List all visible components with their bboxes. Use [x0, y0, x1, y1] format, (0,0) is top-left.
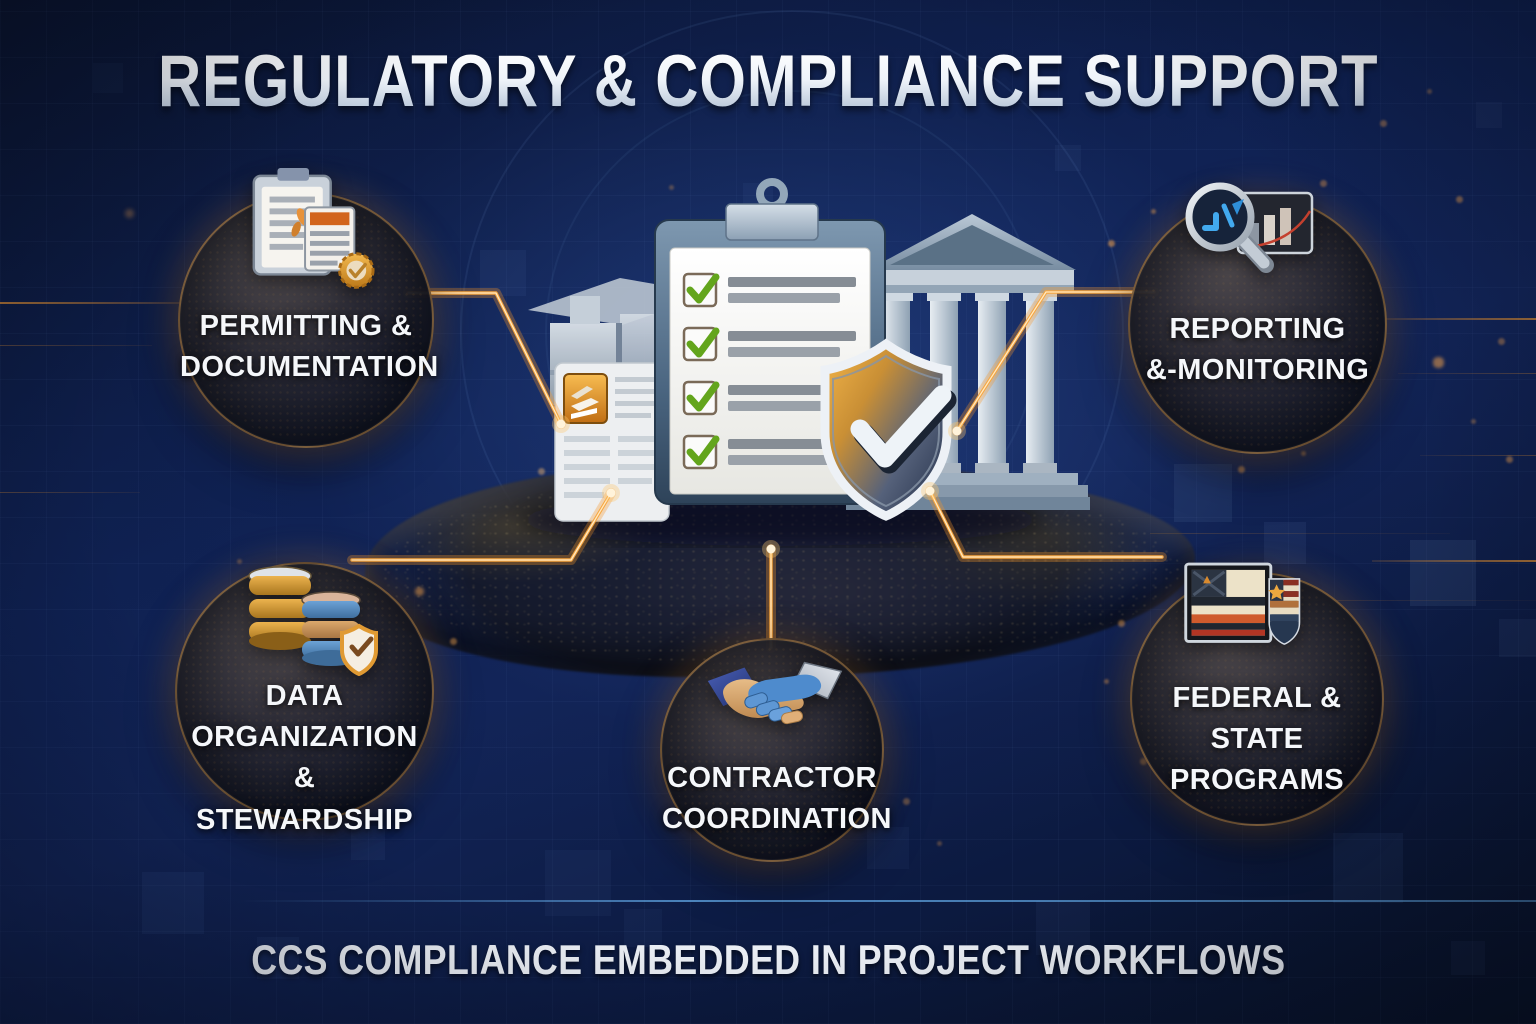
- clipboard-documents-seal-icon: [252, 167, 375, 289]
- node-label-line: COORDINATION: [662, 803, 892, 836]
- database-shield-icon: [248, 566, 378, 677]
- node-label-line: PERMITTING &: [199, 310, 413, 342]
- node-label-line: FEDERAL & STATE: [1172, 682, 1342, 756]
- node-label-line: DATA: [265, 680, 344, 712]
- node-label-line: DOCUMENTATION: [180, 351, 439, 384]
- node-label-line: &-MONITORING: [1145, 354, 1370, 387]
- node-label-line: CONTRACTOR: [667, 762, 877, 794]
- handshake-icon: [707, 661, 843, 725]
- magnifier-bar-chart-icon: [1185, 182, 1314, 273]
- node-label-line: STEWARDSHIP: [195, 803, 414, 836]
- node-label-line: REPORTING: [1169, 313, 1346, 345]
- node-label-line: ORGANIZATION &: [191, 721, 418, 795]
- node-label-line: PROGRAMS: [1170, 764, 1344, 797]
- us-flags-icon: [1184, 562, 1301, 645]
